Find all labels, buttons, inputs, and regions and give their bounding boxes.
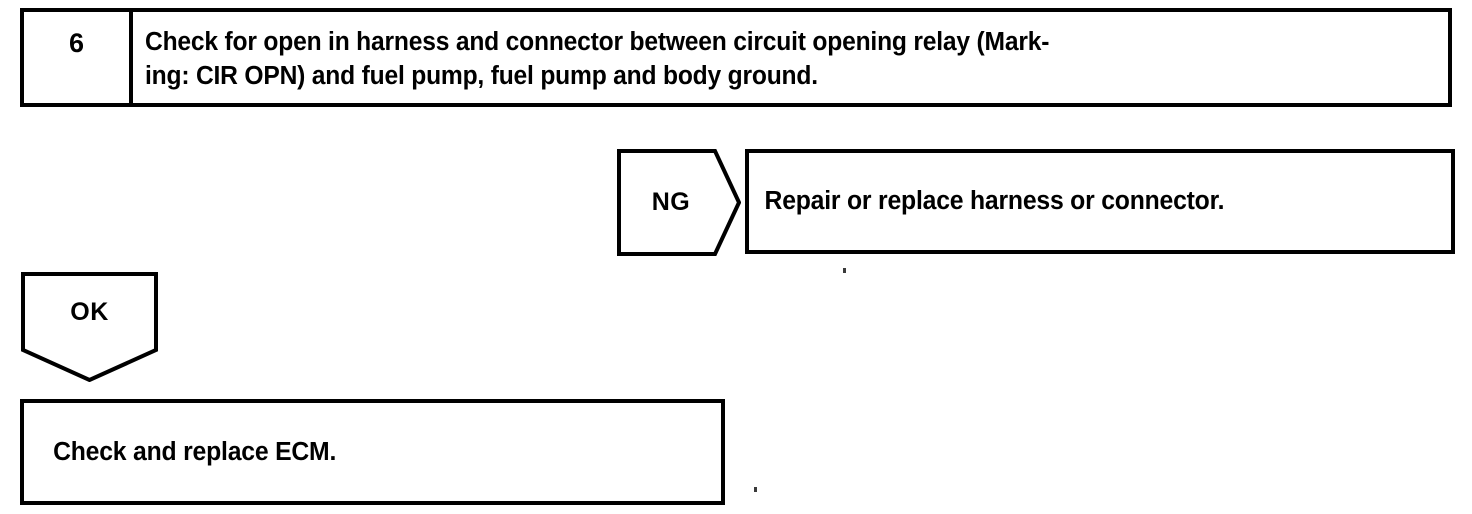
- ok-branch-label: OK: [70, 297, 109, 326]
- step-instruction-box: 6 Check for open in harness and connecto…: [20, 8, 1452, 107]
- step-number: 6: [68, 28, 85, 58]
- scan-speck-artifact: [843, 268, 846, 273]
- step-number-cell: 6: [24, 12, 133, 103]
- ok-branch-pentagon: [21, 272, 158, 382]
- step-instruction-cell: Check for open in harness and connector …: [133, 12, 1448, 103]
- ok-result-box: Check and replace ECM.: [20, 399, 725, 505]
- ok-result-text: Check and replace ECM.: [53, 437, 337, 466]
- step-instruction-text: Check for open in harness and connector …: [145, 28, 1050, 90]
- ng-branch-label: NG: [651, 188, 691, 216]
- scan-speck-artifact: [754, 487, 757, 492]
- ng-result-text: Repair or replace harness or connector.: [764, 187, 1225, 215]
- ng-branch-pentagon: [617, 149, 741, 256]
- ng-result-box: Repair or replace harness or connector.: [745, 149, 1455, 254]
